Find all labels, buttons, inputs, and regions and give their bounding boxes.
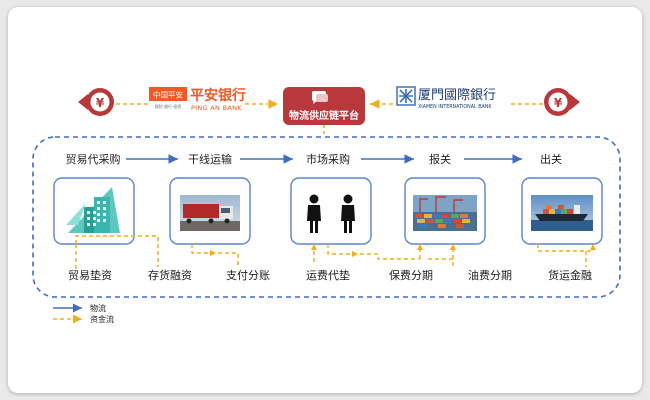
platform-title: 物流供应链平台 (289, 109, 359, 122)
pingan-badge: 中国平安 (153, 90, 183, 100)
platform-box: 物流供应链平台 (283, 87, 365, 125)
yen-icon-left: ¥ (78, 88, 114, 116)
legend-funds-label: 资金流 (90, 314, 114, 324)
pingan-name-cn: 平安银行 (190, 87, 246, 104)
chat-bubble-icon (313, 100, 317, 104)
stage-box-trade (53, 177, 135, 245)
stage-label: 贸易代采购 (66, 152, 121, 166)
finance-label: 货运金融 (548, 268, 592, 282)
finance-label: 支付分账 (226, 269, 270, 282)
xiamen-name-en: XIAMEN INTERNATIONAL BANK (418, 104, 492, 110)
stage-label: 干线运输 (188, 152, 232, 166)
port-photo-icon (413, 195, 477, 231)
truck-photo-icon (180, 195, 240, 231)
diagram-card: ¥ ¥ 中国平安 保险·银行·投资 平安银行 PING AN BANK 厦門國際… (8, 7, 642, 393)
finance-label: 贸易垫资 (68, 268, 112, 282)
supply-chain-diagram: ¥ ¥ 中国平安 保险·银行·投资 平安银行 PING AN BANK 厦門國際… (32, 86, 621, 324)
pingan-bank-logo: 中国平安 保险·银行·投资 平安银行 PING AN BANK (149, 87, 246, 112)
pingan-name-en: PING AN BANK (191, 104, 242, 112)
stage-box-market (290, 177, 372, 245)
yen-symbol-right: ¥ (554, 96, 563, 110)
stage-label: 出关 (540, 152, 562, 166)
stage-box-transport (169, 177, 251, 245)
legend: 物流 资金流 (53, 303, 114, 324)
finance-label: 运费代垫 (306, 268, 350, 282)
xiamen-bank-logo: 厦門國際銀行 XIAMEN INTERNATIONAL BANK (396, 86, 496, 110)
yen-symbol-left: ¥ (96, 96, 105, 110)
ship-photo-icon (531, 195, 593, 231)
finance-label: 保费分期 (389, 268, 433, 282)
building-icon (66, 187, 120, 233)
pingan-badge-sub: 保险·银行·投资 (155, 103, 182, 109)
stage-label: 市场采购 (306, 152, 350, 166)
stage-box-clearance (521, 177, 603, 245)
legend-logistics-label: 物流 (90, 303, 106, 313)
yen-icon-right: ¥ (544, 88, 580, 116)
people-icon (307, 194, 355, 233)
finance-label: 存货融资 (148, 268, 192, 282)
stage-box-customs (404, 177, 486, 245)
funds-arrowheads (210, 244, 596, 257)
finance-label: 油费分期 (468, 268, 512, 282)
xiamen-name-cn: 厦門國際銀行 (418, 88, 496, 103)
process-frame (32, 136, 621, 298)
stage-label: 报关 (429, 152, 451, 166)
